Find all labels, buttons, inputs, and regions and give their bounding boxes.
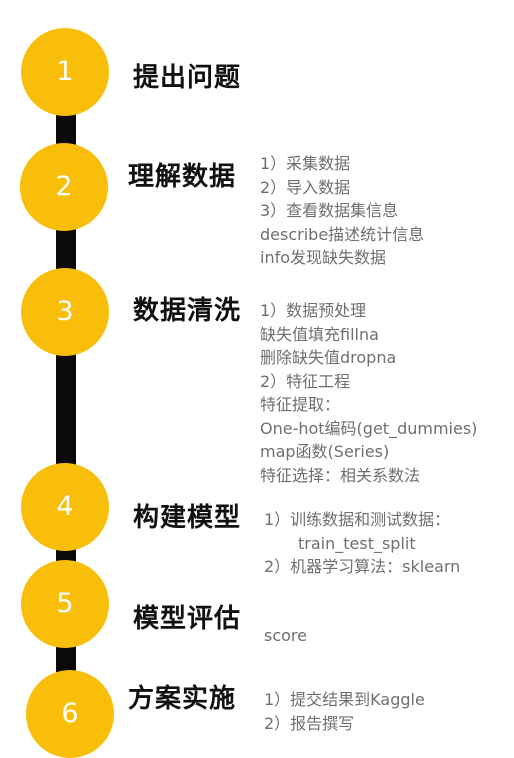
- step-2-number: 2: [55, 171, 73, 202]
- detail-line: 1）提交结果到Kaggle: [264, 690, 425, 709]
- step-2-details: 1）采集数据 2）导入数据 3）查看数据集信息 describe描述统计信息 i…: [260, 152, 424, 270]
- step-4-circle: 4: [21, 463, 109, 551]
- step-5-title: 模型评估: [133, 604, 242, 634]
- detail-line: 2）导入数据: [260, 177, 351, 197]
- detail-line: 缺失值填充fillna: [260, 324, 379, 344]
- step-5-details: score: [264, 624, 307, 648]
- step-4-number: 4: [56, 491, 74, 522]
- step-3-details: 1）数据预处理 缺失值填充fillna 删除缺失值dropna 2）特征工程 特…: [260, 299, 477, 487]
- step-4-details: 1）训练数据和测试数据： train_test_split 2）机器学习算法：s…: [264, 508, 460, 579]
- step-2-title: 理解数据: [128, 162, 237, 192]
- detail-line: 3）查看数据集信息: [260, 201, 399, 220]
- step-6-number: 6: [61, 698, 79, 729]
- detail-line: 1）数据预处理: [260, 301, 367, 320]
- detail-line: 1）训练数据和测试数据：: [264, 510, 451, 529]
- step-4-title: 构建模型: [133, 503, 242, 533]
- detail-line: describe描述统计信息: [260, 224, 425, 244]
- detail-line: 特征提取：: [260, 395, 341, 414]
- step-6-title: 方案实施: [128, 684, 237, 714]
- detail-line: train_test_split: [298, 533, 416, 553]
- step-1-circle: 1: [21, 28, 109, 116]
- detail-line: info发现缺失数据: [260, 248, 387, 267]
- step-5-circle: 5: [21, 560, 109, 648]
- detail-line: 2）机器学习算法：sklearn: [264, 557, 461, 576]
- step-3-number: 3: [56, 296, 74, 327]
- step-6-circle: 6: [26, 670, 114, 758]
- step-6-details: 1）提交结果到Kaggle 2）报告撰写: [264, 688, 425, 735]
- detail-line: 2）报告撰写: [264, 713, 355, 733]
- step-3-title: 数据清洗: [133, 296, 242, 326]
- detail-line: 2）特征工程: [260, 371, 351, 391]
- detail-line: score: [264, 626, 307, 645]
- detail-line: One-hot编码(get_dummies): [260, 418, 478, 438]
- step-5-number: 5: [56, 588, 74, 619]
- step-3-circle: 3: [21, 268, 109, 356]
- detail-line: map函数(Series): [260, 442, 390, 461]
- step-2-circle: 2: [20, 143, 108, 231]
- step-1-title: 提出问题: [133, 63, 242, 93]
- detail-line: 特征选择：相关系数法: [260, 465, 421, 485]
- step-1-number: 1: [56, 56, 74, 87]
- detail-line: 1）采集数据: [260, 154, 351, 173]
- detail-line: 删除缺失值dropna: [260, 348, 397, 367]
